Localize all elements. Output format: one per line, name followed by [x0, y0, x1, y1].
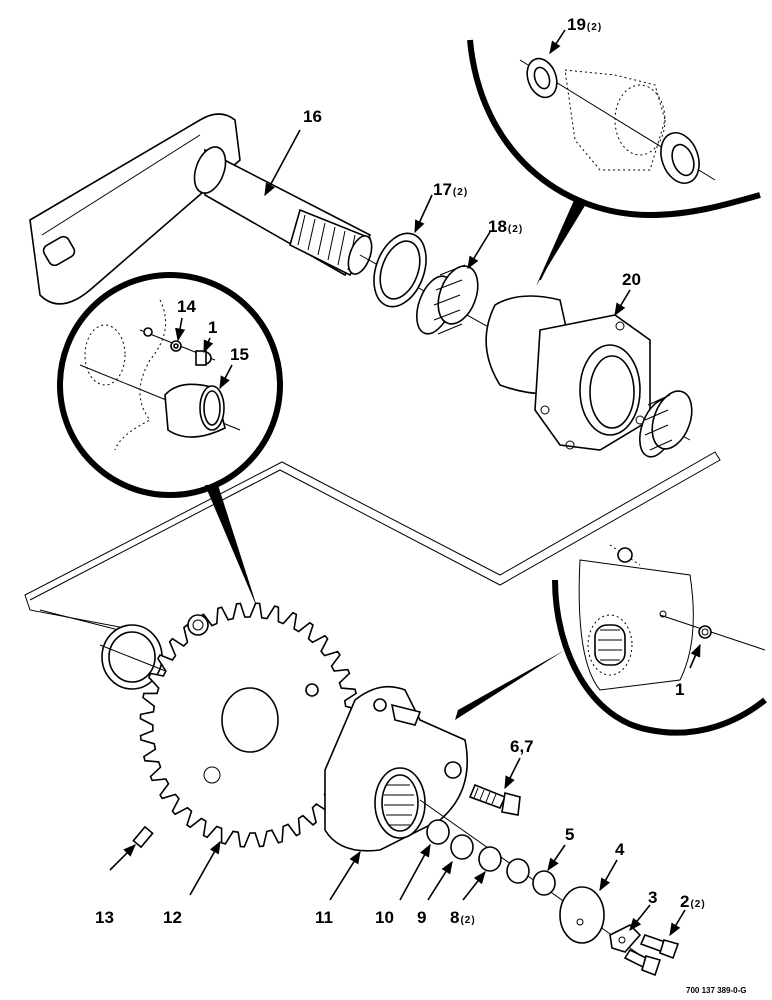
snap-ring: [99, 624, 441, 781]
callout-20: 20: [622, 270, 641, 289]
callout-6-7: 6,7: [510, 737, 534, 756]
housing-20: [485, 289, 693, 458]
plate-4: [559, 859, 618, 944]
callout-2: 2(2): [680, 892, 706, 911]
callout-19: 19(2): [567, 15, 602, 34]
bolts-2: [623, 909, 686, 977]
callout-3: 3: [648, 888, 657, 907]
chain-path: [24, 451, 721, 631]
callout-13: 13: [95, 908, 114, 927]
housing-11: [324, 685, 468, 901]
callouts: 19(2) 16 17(2) 18(2) 20 14 1 15 1 6,7 5 …: [95, 15, 706, 927]
arm-shaft-assembly: [29, 113, 691, 441]
bolt-6-7: [468, 757, 521, 816]
callout-4: 4: [615, 840, 625, 859]
detail-pointer-left: [205, 485, 258, 610]
detail-circle-left: [57, 272, 283, 498]
seal-17: [373, 194, 433, 308]
arrow-12: [189, 840, 221, 896]
callout-9: 9: [417, 908, 426, 927]
detail-circle-top-right: [467, 29, 761, 219]
bearing-18: [415, 231, 491, 335]
callout-11: 11: [315, 908, 333, 927]
callout-10: 10: [375, 908, 394, 927]
callout-18: 18(2): [488, 217, 523, 236]
callout-12: 12: [163, 908, 182, 927]
callout-8: 8(2): [450, 908, 476, 927]
callout-16: 16: [303, 107, 322, 126]
detail-pointer-bottom-right: [455, 650, 565, 720]
callout-15: 15: [230, 345, 249, 364]
detail-circle-bottom-right: [552, 544, 767, 736]
lock-plate-3: [609, 904, 651, 953]
detail-pointer-top-wedge: [536, 198, 586, 286]
shims: [399, 799, 641, 956]
drawing-code: 700 137 389-0-G: [686, 986, 747, 995]
callout-1-top: 1: [208, 318, 217, 337]
pin-13: [109, 825, 154, 871]
callout-14: 14: [177, 297, 196, 316]
callout-5: 5: [565, 825, 574, 844]
callout-17: 17(2): [433, 180, 468, 199]
sprocket-12: [139, 602, 361, 848]
callout-1-right: 1: [675, 680, 684, 699]
